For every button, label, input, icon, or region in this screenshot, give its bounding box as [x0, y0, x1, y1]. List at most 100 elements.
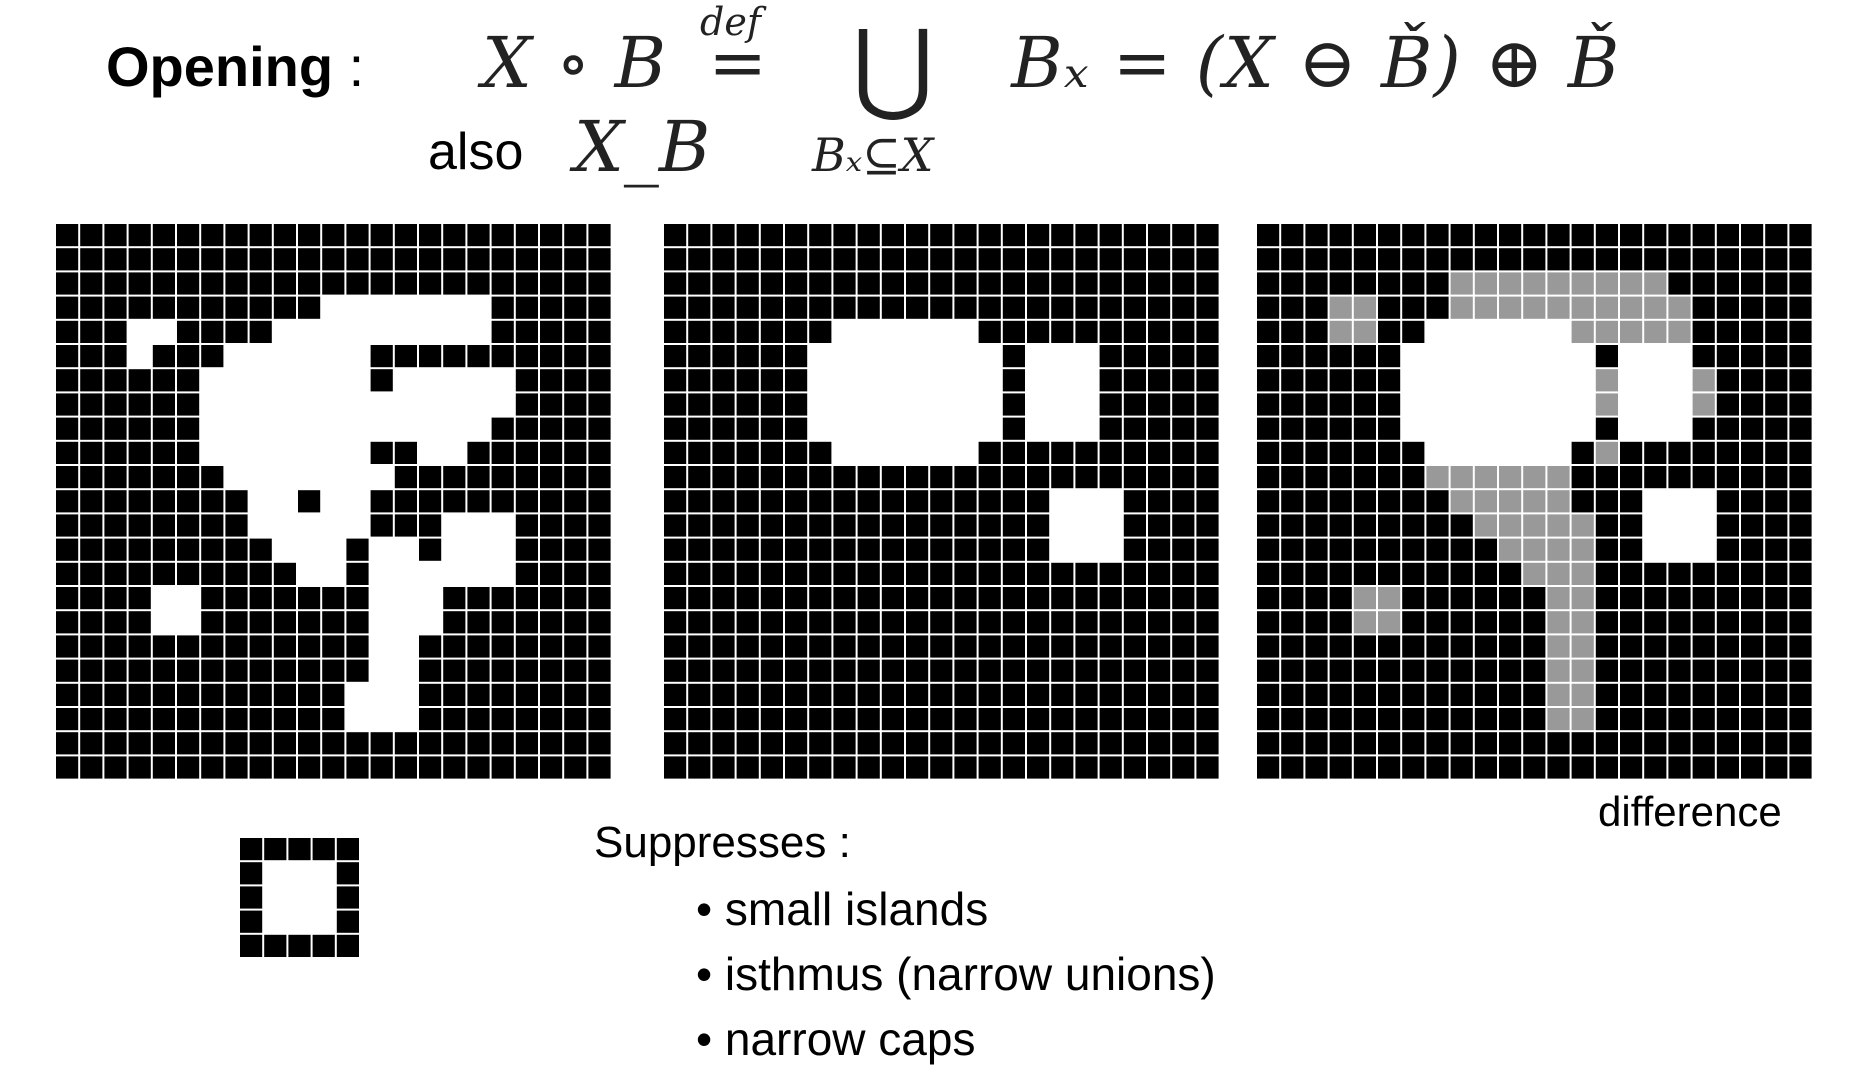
- cell-on: [80, 369, 103, 392]
- cell-on: [1765, 393, 1788, 416]
- cell-on: [1499, 708, 1522, 731]
- cell-on: [249, 635, 272, 658]
- cell-on: [1789, 320, 1812, 343]
- opened-image-grid: [663, 223, 1220, 780]
- cell-on: [1765, 296, 1788, 319]
- cell-on: [491, 224, 514, 247]
- cell-diff: [1378, 611, 1401, 634]
- cell-on: [56, 611, 79, 634]
- cell-on: [1281, 732, 1304, 755]
- cell-off: [1099, 514, 1122, 537]
- cell-on: [419, 272, 442, 295]
- cell-on: [1668, 441, 1691, 464]
- cell-diff: [1595, 272, 1618, 295]
- cell-off: [394, 320, 417, 343]
- cell-on: [56, 466, 79, 489]
- cell-diff: [1523, 466, 1546, 489]
- cell-on: [1305, 441, 1328, 464]
- cell-off: [298, 320, 321, 343]
- cell-off: [467, 417, 490, 440]
- cell-on: [240, 910, 263, 933]
- cell-on: [128, 708, 151, 731]
- cell-on: [1765, 587, 1788, 610]
- cell-on: [152, 417, 175, 440]
- cell-on: [370, 756, 393, 779]
- cell-on: [80, 587, 103, 610]
- cell-on: [1027, 611, 1050, 634]
- cell-on: [1741, 320, 1764, 343]
- cell-off: [1547, 345, 1570, 368]
- cell-on: [177, 732, 200, 755]
- cell-on: [394, 345, 417, 368]
- cell-on: [688, 417, 711, 440]
- cell-on: [1027, 659, 1050, 682]
- cell-on: [1172, 635, 1195, 658]
- cell-on: [201, 224, 224, 247]
- cell-off: [1644, 393, 1667, 416]
- cell-on: [1051, 248, 1074, 271]
- cell-on: [1789, 248, 1812, 271]
- cell-on: [564, 490, 587, 513]
- cell-on: [588, 369, 611, 392]
- cell-on: [80, 611, 103, 634]
- cell-on: [712, 272, 735, 295]
- cell-on: [201, 296, 224, 319]
- cell-on: [1002, 587, 1025, 610]
- cell-on: [1741, 562, 1764, 585]
- cell-on: [1027, 248, 1050, 271]
- cell-on: [906, 248, 929, 271]
- cell-on: [1353, 635, 1376, 658]
- cell-on: [1148, 272, 1171, 295]
- cell-on: [1329, 272, 1352, 295]
- cell-on: [1123, 538, 1146, 561]
- cell-on: [80, 562, 103, 585]
- cell-on: [1474, 756, 1497, 779]
- cell-on: [588, 393, 611, 416]
- cell-on: [1027, 708, 1050, 731]
- cell-off: [322, 393, 345, 416]
- cell-on: [1668, 756, 1691, 779]
- cell-off: [491, 562, 514, 585]
- cell-on: [1426, 272, 1449, 295]
- cell-on: [1765, 345, 1788, 368]
- cell-on: [1402, 320, 1425, 343]
- cell-on: [1027, 514, 1050, 537]
- cell-on: [1523, 611, 1546, 634]
- cell-on: [564, 272, 587, 295]
- cell-on: [1099, 345, 1122, 368]
- cell-on: [240, 886, 263, 909]
- cell-on: [56, 490, 79, 513]
- cell-on: [1668, 708, 1691, 731]
- cell-diff: [1499, 514, 1522, 537]
- cell-off: [443, 562, 466, 585]
- cell-off: [249, 417, 272, 440]
- cell-on: [1571, 466, 1594, 489]
- cell-on: [1123, 562, 1146, 585]
- cell-on: [467, 441, 490, 464]
- cell-on: [1523, 659, 1546, 682]
- cell-diff: [1547, 635, 1570, 658]
- cell-on: [128, 224, 151, 247]
- cell-on: [1353, 490, 1376, 513]
- suppress-item-text: narrow caps: [724, 1013, 976, 1065]
- cell-off: [394, 562, 417, 585]
- cell-on: [1075, 732, 1098, 755]
- cell-on: [346, 587, 369, 610]
- cell-on: [1692, 345, 1715, 368]
- cell-on: [104, 514, 127, 537]
- cell-off: [298, 369, 321, 392]
- cell-off: [930, 320, 953, 343]
- cell-on: [736, 417, 759, 440]
- cell-on: [80, 441, 103, 464]
- cell-on: [1353, 345, 1376, 368]
- cell-on: [1450, 708, 1473, 731]
- cell-on: [1741, 441, 1764, 464]
- cell-on: [467, 635, 490, 658]
- cell-on: [881, 659, 904, 682]
- cell-on: [1499, 659, 1522, 682]
- cell-on: [664, 417, 687, 440]
- cell-off: [225, 393, 248, 416]
- cell-on: [312, 934, 335, 957]
- cell-off: [346, 683, 369, 706]
- cell-on: [564, 393, 587, 416]
